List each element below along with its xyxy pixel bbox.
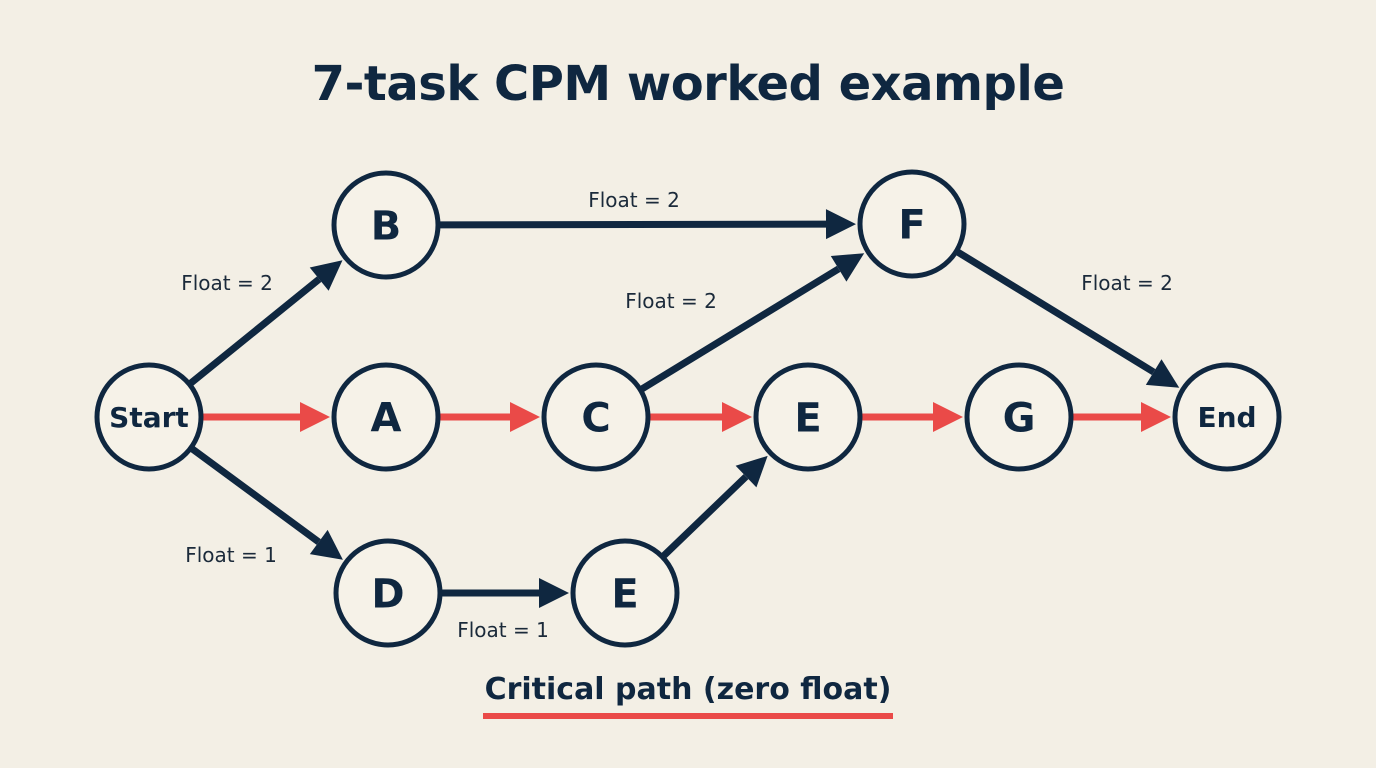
edge-line bbox=[640, 265, 841, 392]
node-label: C bbox=[581, 395, 610, 441]
node-label: A bbox=[371, 395, 402, 441]
arrowhead bbox=[309, 260, 343, 291]
critical-edge-A-to-C bbox=[440, 402, 540, 432]
critical-edge-start-to-A bbox=[203, 402, 330, 432]
edge-C-to-F bbox=[640, 253, 865, 392]
float-label: Float = 2 bbox=[588, 188, 680, 212]
arrowhead bbox=[510, 402, 540, 432]
node-e-low: E bbox=[570, 538, 680, 648]
arrowhead bbox=[309, 529, 343, 560]
node-end: End bbox=[1172, 362, 1282, 472]
edge-line bbox=[956, 249, 1156, 376]
arrowhead bbox=[825, 209, 857, 240]
critical-edge-E-to-G bbox=[862, 402, 963, 432]
node-g: G bbox=[964, 362, 1074, 472]
edge-line bbox=[190, 446, 321, 545]
node-label: Start bbox=[109, 401, 189, 434]
edges-layer bbox=[188, 209, 1180, 608]
node-circle bbox=[541, 362, 651, 472]
node-circle bbox=[331, 170, 441, 280]
node-start: Start bbox=[94, 362, 204, 472]
edge-labels-layer: Float = 2 Float = 2 Float = 2 Float = 2 Floa… bbox=[181, 188, 1173, 642]
edge-line bbox=[188, 276, 322, 386]
node-f: F bbox=[857, 169, 967, 279]
node-circle bbox=[964, 362, 1074, 472]
node-circle bbox=[857, 169, 967, 279]
edge-start-to-B bbox=[188, 260, 343, 386]
edge-F-to-end bbox=[956, 249, 1180, 388]
node-a: A bbox=[331, 362, 441, 472]
edge-line bbox=[439, 220, 827, 229]
node-label: End bbox=[1197, 401, 1256, 434]
node-label: F bbox=[898, 202, 925, 248]
node-circle bbox=[94, 362, 204, 472]
edge-B-to-F bbox=[439, 209, 857, 240]
diagram-title: 7-task CPM worked example bbox=[311, 56, 1065, 112]
edge-start-to-D bbox=[190, 446, 343, 560]
critical-edge-C-to-E bbox=[650, 402, 752, 432]
node-c: C bbox=[541, 362, 651, 472]
float-label: Float = 2 bbox=[181, 271, 273, 295]
node-b: B bbox=[331, 170, 441, 280]
float-label: Float = 2 bbox=[1081, 271, 1173, 295]
nodes-layer: Start A B C D E E F G End bbox=[94, 169, 1282, 648]
edge-line bbox=[661, 474, 749, 559]
node-circle bbox=[1172, 362, 1282, 472]
float-label: Float = 2 bbox=[625, 289, 717, 313]
node-e: E bbox=[753, 362, 863, 472]
arrowhead bbox=[735, 455, 768, 488]
arrowhead bbox=[722, 402, 752, 432]
arrowhead bbox=[830, 253, 865, 282]
legend-critical-path: Critical path (zero float) bbox=[482, 672, 894, 719]
legend: Critical path (zero float) bbox=[0, 672, 1376, 719]
node-label: E bbox=[794, 395, 821, 441]
node-circle bbox=[333, 538, 443, 648]
arrowhead bbox=[1145, 359, 1180, 388]
edge-E_low-to-E bbox=[661, 455, 768, 559]
arrowhead bbox=[300, 402, 330, 432]
float-label: Float = 1 bbox=[457, 618, 549, 642]
node-circle bbox=[753, 362, 863, 472]
node-label: B bbox=[371, 203, 402, 249]
arrowhead bbox=[933, 402, 963, 432]
node-label: E bbox=[611, 571, 638, 617]
edge-D-to-E_low bbox=[442, 578, 569, 608]
node-circle bbox=[570, 538, 680, 648]
critical-edge-G-to-end bbox=[1073, 402, 1171, 432]
node-label: D bbox=[371, 571, 404, 617]
node-circle bbox=[331, 362, 441, 472]
node-d: D bbox=[333, 538, 443, 648]
arrowhead bbox=[539, 578, 569, 608]
arrowhead bbox=[1141, 402, 1171, 432]
node-label: G bbox=[1003, 395, 1036, 441]
float-label: Float = 1 bbox=[185, 543, 277, 567]
